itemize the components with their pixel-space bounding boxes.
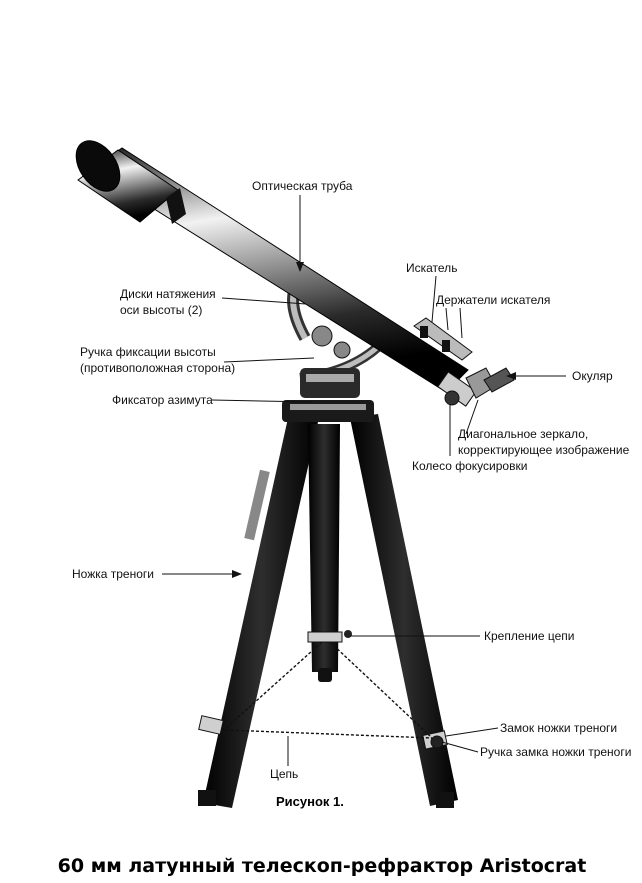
label-focus-wheel: Колесо фокусировки: [412, 459, 527, 473]
label-diagonal-1: Диагональное зеркало,: [458, 427, 588, 441]
label-tripod-leg: Ножка треноги: [72, 567, 154, 581]
label-optical-tube: Оптическая труба: [252, 179, 353, 193]
figure-caption: Рисунок 1.: [276, 794, 344, 809]
tripod-chain: [225, 641, 433, 739]
label-chain-mount: Крепление цепи: [484, 629, 574, 643]
eyepiece: [483, 367, 515, 393]
label-eyepiece: Окуляр: [572, 369, 613, 383]
page-title: 60 мм латунный телескоп-рефрактор Aristo…: [58, 855, 587, 877]
label-finder-holders: Держатели искателя: [436, 293, 550, 307]
tripod-leg-left: [203, 418, 318, 808]
tripod: [198, 400, 458, 808]
labels: Оптическая труба Искатель Держатели иска…: [72, 179, 631, 781]
label-chain: Цепь: [270, 767, 298, 781]
label-leg-lock: Замок ножки треноги: [500, 721, 617, 735]
leader-lines: [162, 195, 566, 766]
label-leg-lock-knob: Ручка замка ножки треноги: [480, 745, 631, 759]
label-altitude-lock-2: (противоположная сторона): [80, 361, 235, 375]
label-diagonal-2: корректирующее изображение: [458, 443, 630, 457]
label-finder: Искатель: [406, 261, 457, 275]
focus-wheel: [444, 390, 460, 406]
label-azimuth-lock: Фиксатор азимута: [112, 393, 213, 407]
label-altitude-lock-1: Ручка фиксации высоты: [80, 345, 216, 359]
tripod-leg-right: [350, 414, 458, 806]
optical-tube: [75, 140, 515, 407]
label-altitude-tension-2: оси высоты (2): [120, 303, 202, 317]
label-altitude-tension-1: Диски натяжения: [120, 287, 216, 301]
tripod-leg-center: [308, 424, 340, 672]
